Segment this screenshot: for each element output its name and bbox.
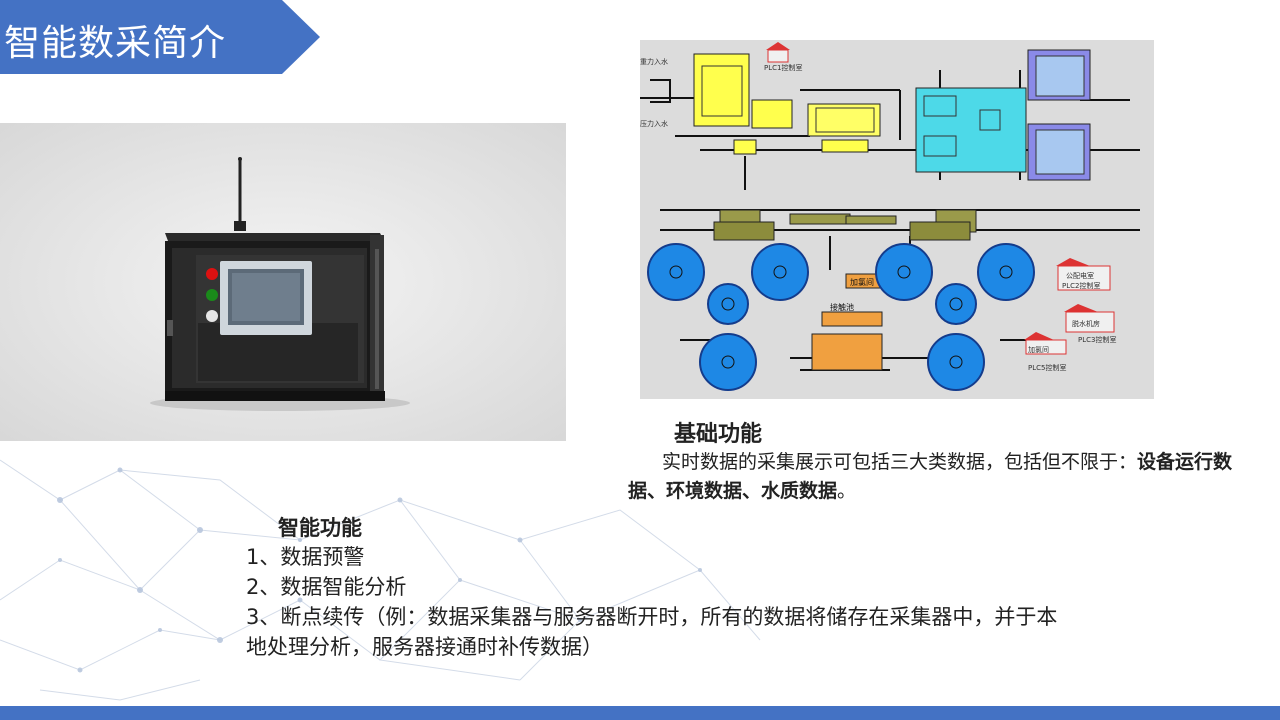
process-diagram: 加氯间 接触池 (640, 40, 1154, 399)
cabinet-image (0, 123, 566, 441)
pump-equipment (693, 53, 881, 155)
plc1-label: PLC1控制室 (764, 63, 802, 72)
plc2-title-label: 公配电室 (1066, 271, 1094, 280)
antenna-icon (234, 157, 246, 231)
footer-bar (0, 706, 1280, 720)
page-title: 智能数采简介 (4, 23, 227, 64)
sedimentation-pools (647, 243, 1035, 391)
basic-desc-plain: 实时数据的采集展示可包括三大类数据，包括但不限于： (662, 451, 1138, 473)
title-banner-shape (0, 0, 320, 74)
list-item: 2、数据智能分析 (246, 575, 407, 599)
network-background (0, 459, 761, 701)
chlorine-room-label: 加氯间 (850, 277, 874, 287)
plc2-label: PLC2控制室 (1062, 281, 1100, 290)
chlorine-label: 加氯间 (1028, 345, 1049, 354)
title-banner: 智能数采简介 (0, 0, 320, 74)
basic-function-description: 实时数据的采集展示可包括三大类数据，包括但不限于：设备运行数据、环境数据、水质数… (628, 448, 1238, 506)
plc3-label: PLC3控制室 (1078, 335, 1116, 344)
list-item: 1、数据预警 (246, 545, 365, 569)
filter-units (1027, 49, 1091, 181)
contact-pool-label: 接触池 (830, 302, 854, 312)
distribution-tank (915, 87, 1027, 173)
smart-function-heading: 智能功能 (278, 516, 362, 540)
basic-desc-end: 。 (837, 480, 857, 502)
basic-function-heading: 基础功能 (674, 422, 763, 447)
contact-pool-unit: 加氯间 接触池 (811, 273, 883, 371)
dewater-label: 脱水机房 (1072, 319, 1100, 328)
building-icon (766, 42, 1115, 355)
water-in-label: 重力入水 (640, 57, 668, 66)
olive-units (713, 209, 977, 241)
list-item: 3、断点续传（例：数据采集器与服务器断开时，所有的数据将储存在采集器中，并于本地… (246, 605, 1058, 659)
basic-desc-bold: 设备运行数据、环境数据、水质数据 (628, 451, 1233, 502)
plc5-label: PLC5控制室 (1028, 363, 1066, 372)
pressure-in-label: 压力入水 (640, 119, 668, 128)
smart-function-list: 1、数据预警 2、数据智能分析 3、断点续传（例：数据采集器与服务器断开时，所有… (246, 542, 1066, 662)
